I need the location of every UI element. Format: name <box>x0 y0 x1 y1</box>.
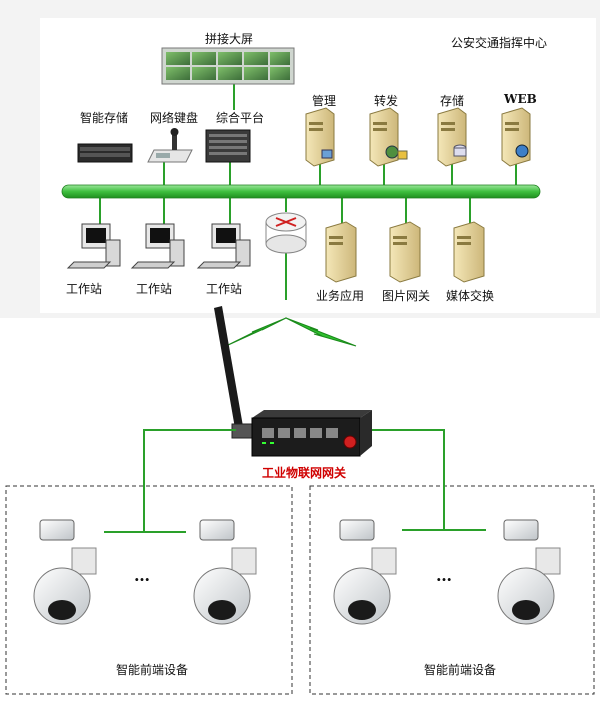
server-forward-icon <box>369 107 408 167</box>
network-keyboard-icon <box>147 128 193 163</box>
front-group-right-box <box>309 485 595 695</box>
workstation-icon-1 <box>66 223 121 269</box>
gateway-links <box>104 429 486 533</box>
server-storage-icon <box>437 107 467 167</box>
front-group-left-box <box>5 485 293 695</box>
integrated-platform-label: 综合平台 <box>216 111 265 125</box>
ellipsis-left: … <box>134 566 150 585</box>
server-web-icon <box>501 107 531 167</box>
command-center-title: 公安交通指挥中心 <box>451 36 548 50</box>
workstation-label-1: 工作站 <box>66 282 103 296</box>
server-image-label: 图片网关 <box>382 289 431 303</box>
workstation-label-2: 工作站 <box>136 282 173 296</box>
smart-storage-icon <box>77 143 133 163</box>
network-keyboard-label: 网络键盘 <box>150 111 199 125</box>
wireless-link-right-icon <box>285 317 357 347</box>
server-media-label: 媒体交换 <box>446 289 495 303</box>
server-manage-label: 管理 <box>312 94 337 108</box>
video-wall-label: 拼接大屏 <box>205 32 254 46</box>
workstation-icon-3 <box>196 223 251 269</box>
wireless-link-left-icon <box>225 317 287 347</box>
server-manage-icon <box>305 107 335 167</box>
gateway-label: 工业物联网网关 <box>262 466 347 480</box>
front-group-left-label: 智能前端设备 <box>116 663 189 677</box>
router-icon <box>265 212 307 254</box>
server-business-icon <box>325 221 357 283</box>
server-media-icon <box>453 221 485 283</box>
server-business-label: 业务应用 <box>316 289 365 303</box>
front-group-right-label: 智能前端设备 <box>424 663 497 677</box>
camera-icon-4 <box>497 519 561 625</box>
server-forward-label: 转发 <box>374 94 399 108</box>
network-bus <box>61 184 541 199</box>
server-image-icon <box>389 221 421 283</box>
server-web-label: WEB <box>504 92 537 106</box>
camera-icon-3 <box>333 519 397 625</box>
iot-gateway-device <box>251 410 372 457</box>
video-wall-icon <box>161 47 295 85</box>
smart-storage-label: 智能存储 <box>80 111 129 125</box>
antenna-icon <box>214 306 253 439</box>
server-storage-label: 存储 <box>440 94 465 108</box>
workstation-label-3: 工作站 <box>206 282 243 296</box>
ellipsis-right: … <box>436 566 452 585</box>
camera-icon-1 <box>33 519 97 625</box>
command-center-panel <box>40 18 596 313</box>
workstation-icon-2 <box>130 223 185 269</box>
integrated-platform-icon <box>205 129 251 163</box>
camera-icon-2 <box>193 519 257 625</box>
